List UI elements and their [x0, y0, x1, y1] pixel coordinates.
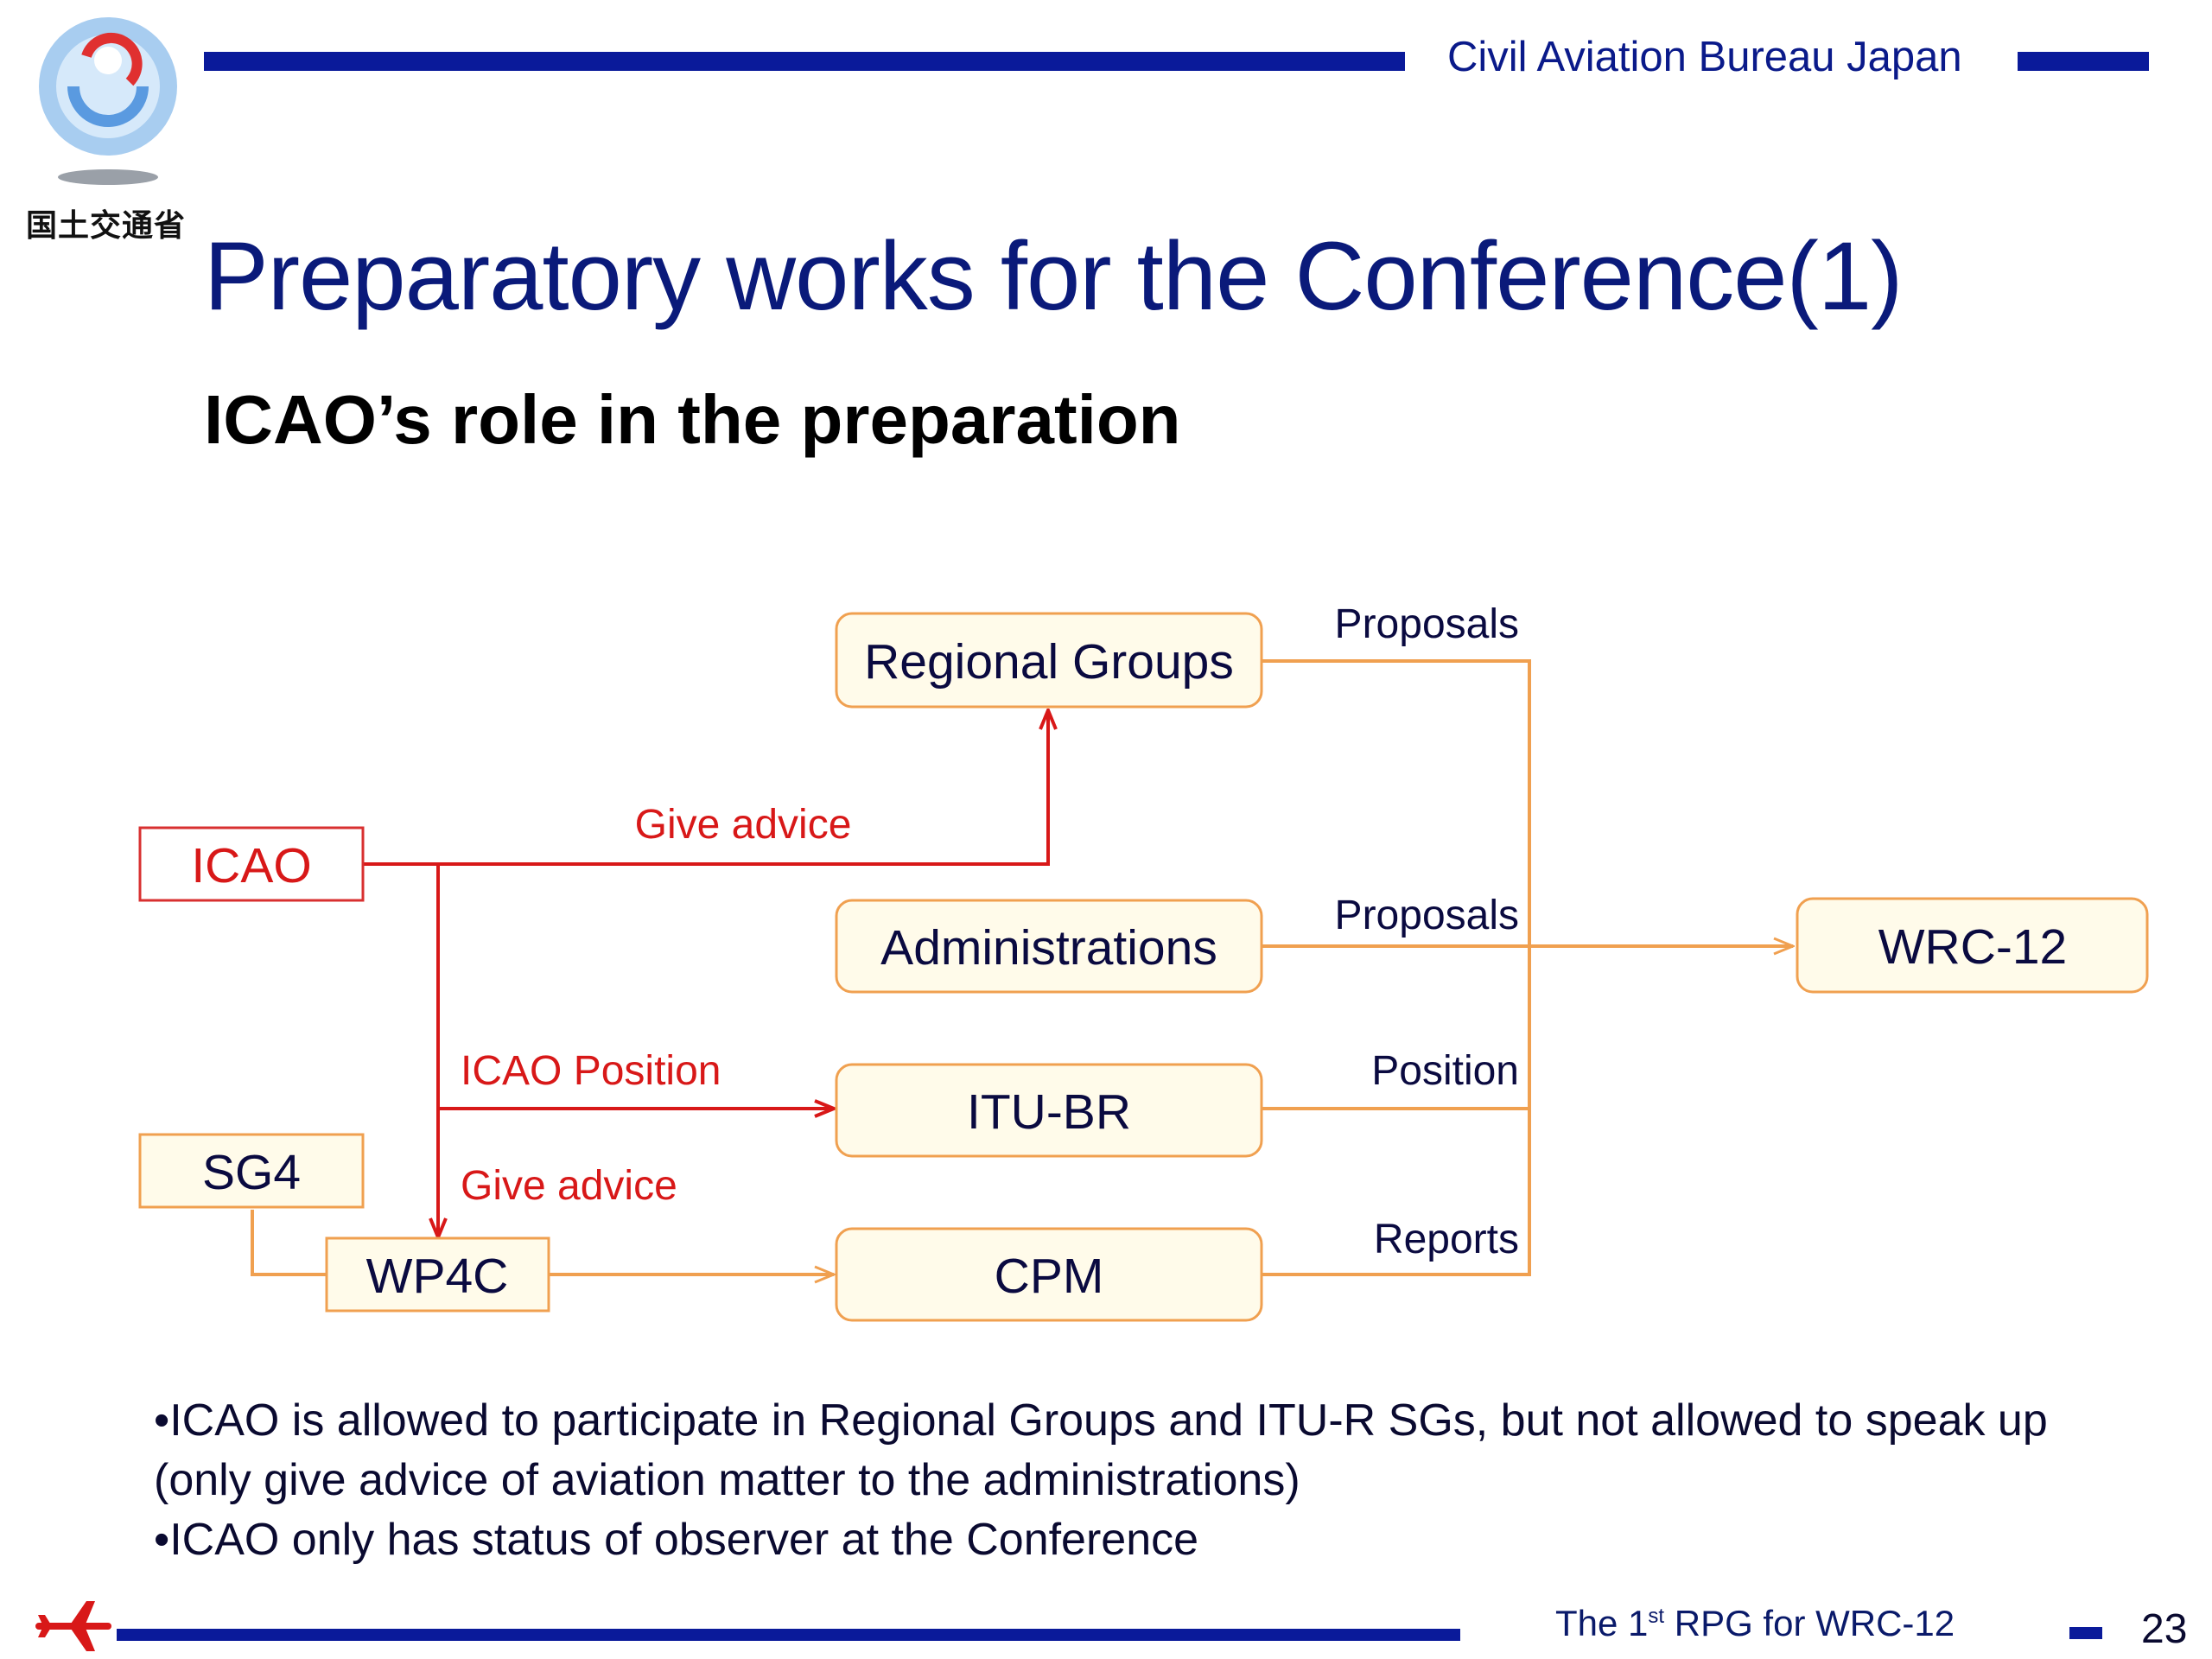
- node-wp4c: WP4C: [325, 1236, 550, 1313]
- svg-text:Regional Groups: Regional Groups: [864, 634, 1234, 690]
- bureau-name: Civil Aviation Bureau Japan: [1447, 34, 1962, 80]
- label-reports: Reports: [1374, 1217, 1519, 1262]
- page-number: 23: [2141, 1606, 2188, 1652]
- node-icao: ICAO: [138, 826, 365, 902]
- edge-icao-regional-groups: [363, 710, 1048, 866]
- node-sg4: SG4: [138, 1133, 365, 1209]
- node-cpm: CPM: [835, 1227, 1263, 1322]
- label-position: Position: [1371, 1048, 1519, 1094]
- footer-bar-left: [117, 1629, 1460, 1641]
- node-itu-br: ITU-BR: [835, 1063, 1263, 1158]
- label-icao-position: ICAO Position: [461, 1048, 721, 1094]
- slide-subtitle: ICAO’s role in the preparation: [204, 381, 1181, 458]
- ministry-logo-text: 国土交通省: [26, 207, 187, 243]
- node-wrc12: WRC-12: [1796, 897, 2149, 994]
- edge-sg4-wp4c: [251, 1210, 327, 1276]
- edge-regional-groups-proposals: [1262, 659, 1531, 1276]
- svg-text:CPM: CPM: [995, 1249, 1104, 1304]
- bullet-item: •ICAO is allowed to participate in Regio…: [154, 1395, 2048, 1505]
- node-regional-groups: Regional Groups: [835, 612, 1263, 709]
- svg-text:Administrations: Administrations: [880, 920, 1217, 976]
- label-proposals-2: Proposals: [1335, 893, 1519, 938]
- header-bar-left: [204, 52, 1405, 71]
- svg-text:WP4C: WP4C: [366, 1249, 509, 1304]
- slide-title: Preparatory works for the Conference(1): [204, 222, 1903, 330]
- ministry-logo-icon: [39, 17, 177, 185]
- svg-text:ITU-BR: ITU-BR: [967, 1084, 1131, 1140]
- bullet-item: •ICAO only has status of observer at the…: [154, 1515, 1199, 1565]
- svg-text:ICAO: ICAO: [191, 838, 311, 893]
- header-bar-right: [2018, 52, 2149, 71]
- svg-text:WRC-12: WRC-12: [1878, 919, 2068, 975]
- label-give-advice-bottom: Give advice: [461, 1163, 677, 1209]
- label-give-advice-top: Give advice: [635, 802, 852, 848]
- airplane-icon: [35, 1601, 111, 1651]
- node-administrations: Administrations: [835, 899, 1263, 994]
- bullet-list: •ICAO is allowed to participate in Regio…: [154, 1391, 2098, 1570]
- svg-text:SG4: SG4: [202, 1145, 301, 1200]
- label-proposals-1: Proposals: [1335, 601, 1519, 647]
- footer-event: The 1st RPG for WRC-12: [1555, 1603, 1955, 1643]
- footer-bar-right: [2069, 1627, 2102, 1639]
